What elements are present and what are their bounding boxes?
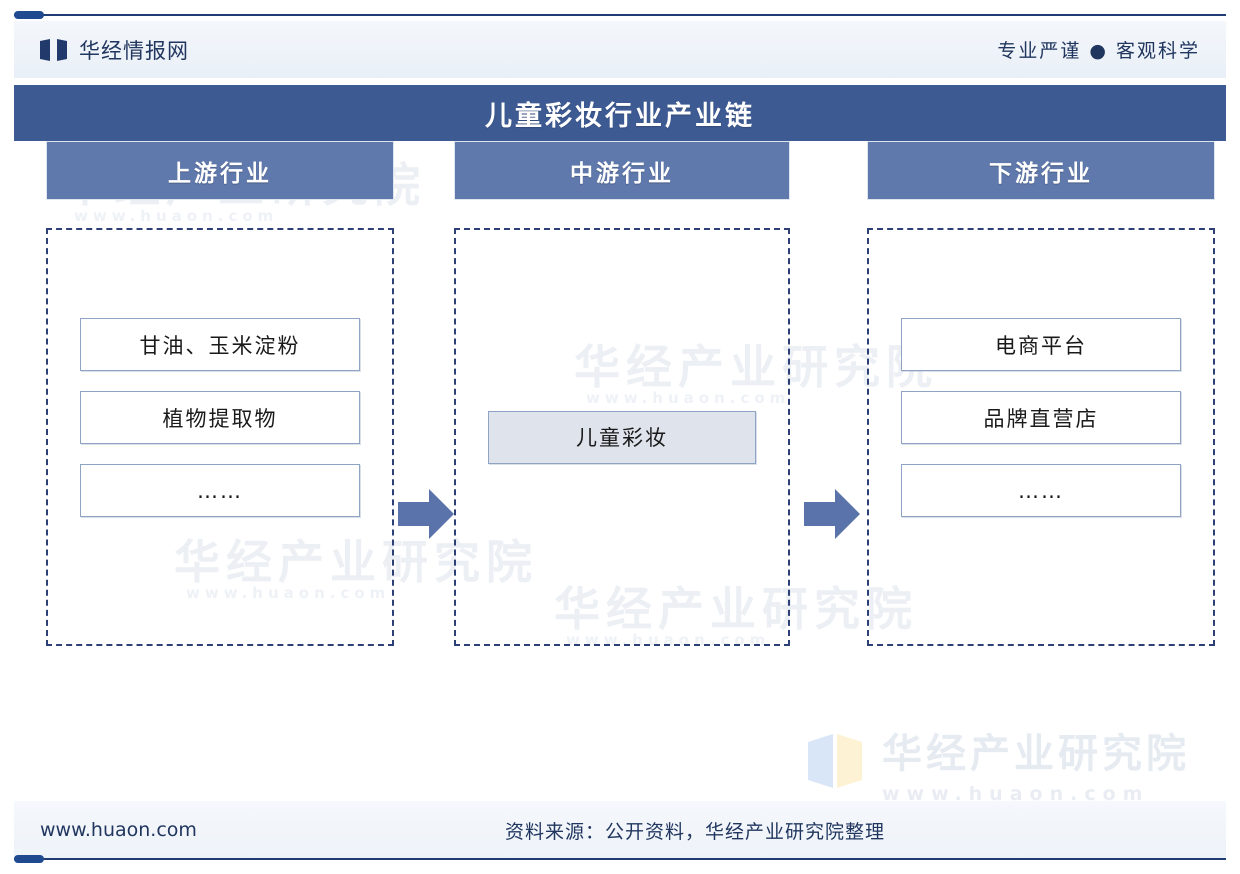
item-list-downstream: 电商平台 品牌直营店 …… bbox=[901, 318, 1181, 517]
column-body-upstream: 甘油、玉米淀粉 植物提取物 …… bbox=[46, 228, 394, 646]
list-item[interactable]: …… bbox=[80, 464, 360, 517]
arrow-right-icon bbox=[802, 486, 862, 542]
column-header-midstream: 中游行业 bbox=[454, 141, 790, 200]
footer-url[interactable]: www.huaon.com bbox=[40, 819, 197, 841]
watermark-big-url: www.huaon.com bbox=[882, 783, 1150, 801]
list-item[interactable]: 儿童彩妆 bbox=[488, 410, 756, 464]
list-item-label: 甘油、玉米淀粉 bbox=[139, 333, 301, 358]
column-header-label: 下游行业 bbox=[989, 160, 1093, 187]
list-item[interactable]: …… bbox=[901, 464, 1181, 517]
brand-name: 华经情报网 bbox=[79, 38, 189, 63]
top-accent-rule bbox=[14, 14, 1226, 16]
column-downstream: 下游行业 电商平台 品牌直营店 …… bbox=[867, 141, 1215, 646]
watermark-big-title: 华经产业研究院 bbox=[882, 731, 1190, 777]
page-header: 华经情报网 专业严谨 ● 客观科学 bbox=[14, 21, 1226, 78]
column-header-label: 中游行业 bbox=[570, 160, 674, 187]
list-item-label: 植物提取物 bbox=[162, 406, 278, 431]
bottom-accent-cap bbox=[14, 855, 44, 863]
list-item[interactable]: 品牌直营店 bbox=[901, 391, 1181, 444]
list-item[interactable]: 电商平台 bbox=[901, 318, 1181, 371]
top-accent-cap bbox=[14, 11, 44, 19]
column-header-label: 上游行业 bbox=[168, 160, 272, 187]
list-item-label: 品牌直营店 bbox=[983, 406, 1099, 431]
title-bar: 儿童彩妆行业产业链 bbox=[14, 85, 1226, 141]
page-footer: www.huaon.com 资料来源：公开资料，华经产业研究院整理 bbox=[14, 801, 1226, 859]
list-item-label: …… bbox=[197, 478, 243, 503]
brand: 华经情报网 bbox=[40, 35, 189, 65]
footer-source: 资料来源：公开资料，华经产业研究院整理 bbox=[504, 820, 885, 843]
bottom-accent-rule bbox=[14, 858, 1226, 860]
column-body-downstream: 电商平台 品牌直营店 …… bbox=[867, 228, 1215, 646]
watermark-book-icon bbox=[804, 730, 866, 797]
arrow-right-icon bbox=[396, 486, 456, 542]
diagram-canvas: 华经产业研究院 www.huaon.com 华经产业研究院 www.huaon.… bbox=[14, 141, 1226, 801]
list-item[interactable]: 植物提取物 bbox=[80, 391, 360, 444]
list-item-label: 儿童彩妆 bbox=[576, 426, 668, 450]
item-list-midstream: 儿童彩妆 bbox=[488, 230, 756, 644]
column-header-downstream: 下游行业 bbox=[867, 141, 1215, 200]
page-title: 儿童彩妆行业产业链 bbox=[485, 100, 755, 132]
column-upstream: 上游行业 甘油、玉米淀粉 植物提取物 …… bbox=[46, 141, 394, 646]
list-item-label: …… bbox=[1018, 478, 1064, 503]
column-midstream: 中游行业 儿童彩妆 bbox=[454, 141, 790, 646]
open-book-icon bbox=[40, 38, 67, 61]
item-list-upstream: 甘油、玉米淀粉 植物提取物 …… bbox=[80, 318, 360, 517]
column-header-upstream: 上游行业 bbox=[46, 141, 394, 200]
watermark-captions: 华经产业研究院 www.huaon.com bbox=[882, 721, 1190, 801]
header-slogan: 专业严谨 ● 客观科学 bbox=[997, 40, 1200, 62]
column-body-midstream: 儿童彩妆 bbox=[454, 228, 790, 646]
list-item[interactable]: 甘油、玉米淀粉 bbox=[80, 318, 360, 371]
list-item-label: 电商平台 bbox=[995, 333, 1087, 358]
watermark-logo-block: 华经产业研究院 www.huaon.com bbox=[804, 721, 1190, 801]
